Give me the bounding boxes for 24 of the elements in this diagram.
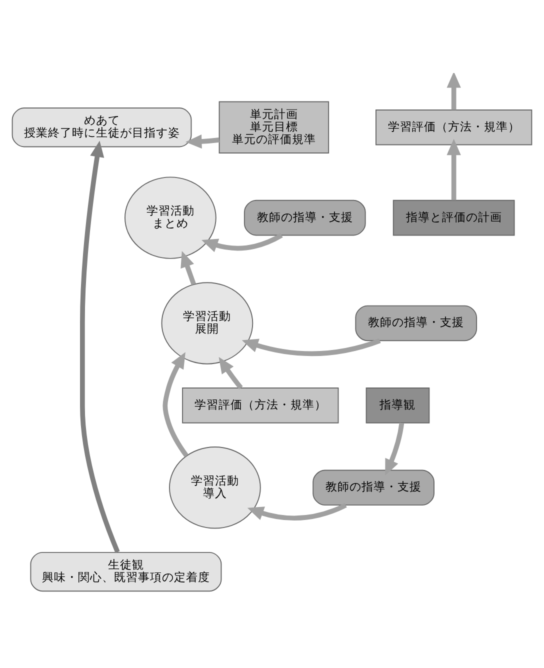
arrow <box>446 73 461 110</box>
node-box: 教師の指導・支援 <box>244 200 366 236</box>
node-box: 教師の指導・支援 <box>312 470 434 506</box>
node-box: 単元計画 単元目標 単元の評価規準 <box>218 101 330 154</box>
node-ellipse: 学習活動 導入 <box>169 446 261 529</box>
node-box: 学習評価（方法・規準） <box>375 109 532 146</box>
node-ellipse: 学習活動 展開 <box>161 282 254 364</box>
arrow <box>162 352 188 458</box>
arrow <box>446 138 461 200</box>
arrow <box>180 251 196 286</box>
arrow <box>218 356 243 390</box>
node-box: 生徒観 興味・関心、既習事項の定着度 <box>30 552 222 592</box>
node-box: 学習評価（方法・規準） <box>182 388 339 424</box>
arrow <box>202 233 283 252</box>
node-box: めあて 授業終了時に生徒が目指す姿 <box>12 108 192 148</box>
node-box: 教師の指導・支援 <box>355 305 478 342</box>
arrow <box>186 134 220 149</box>
node-box: 指導観 <box>366 388 430 424</box>
node-box: 指導と評価の計画 <box>392 200 515 236</box>
arrow <box>80 140 120 553</box>
node-ellipse: 学習活動 まとめ <box>124 176 216 259</box>
arrow <box>385 422 404 476</box>
arrow <box>247 503 347 520</box>
arrow <box>242 338 381 356</box>
